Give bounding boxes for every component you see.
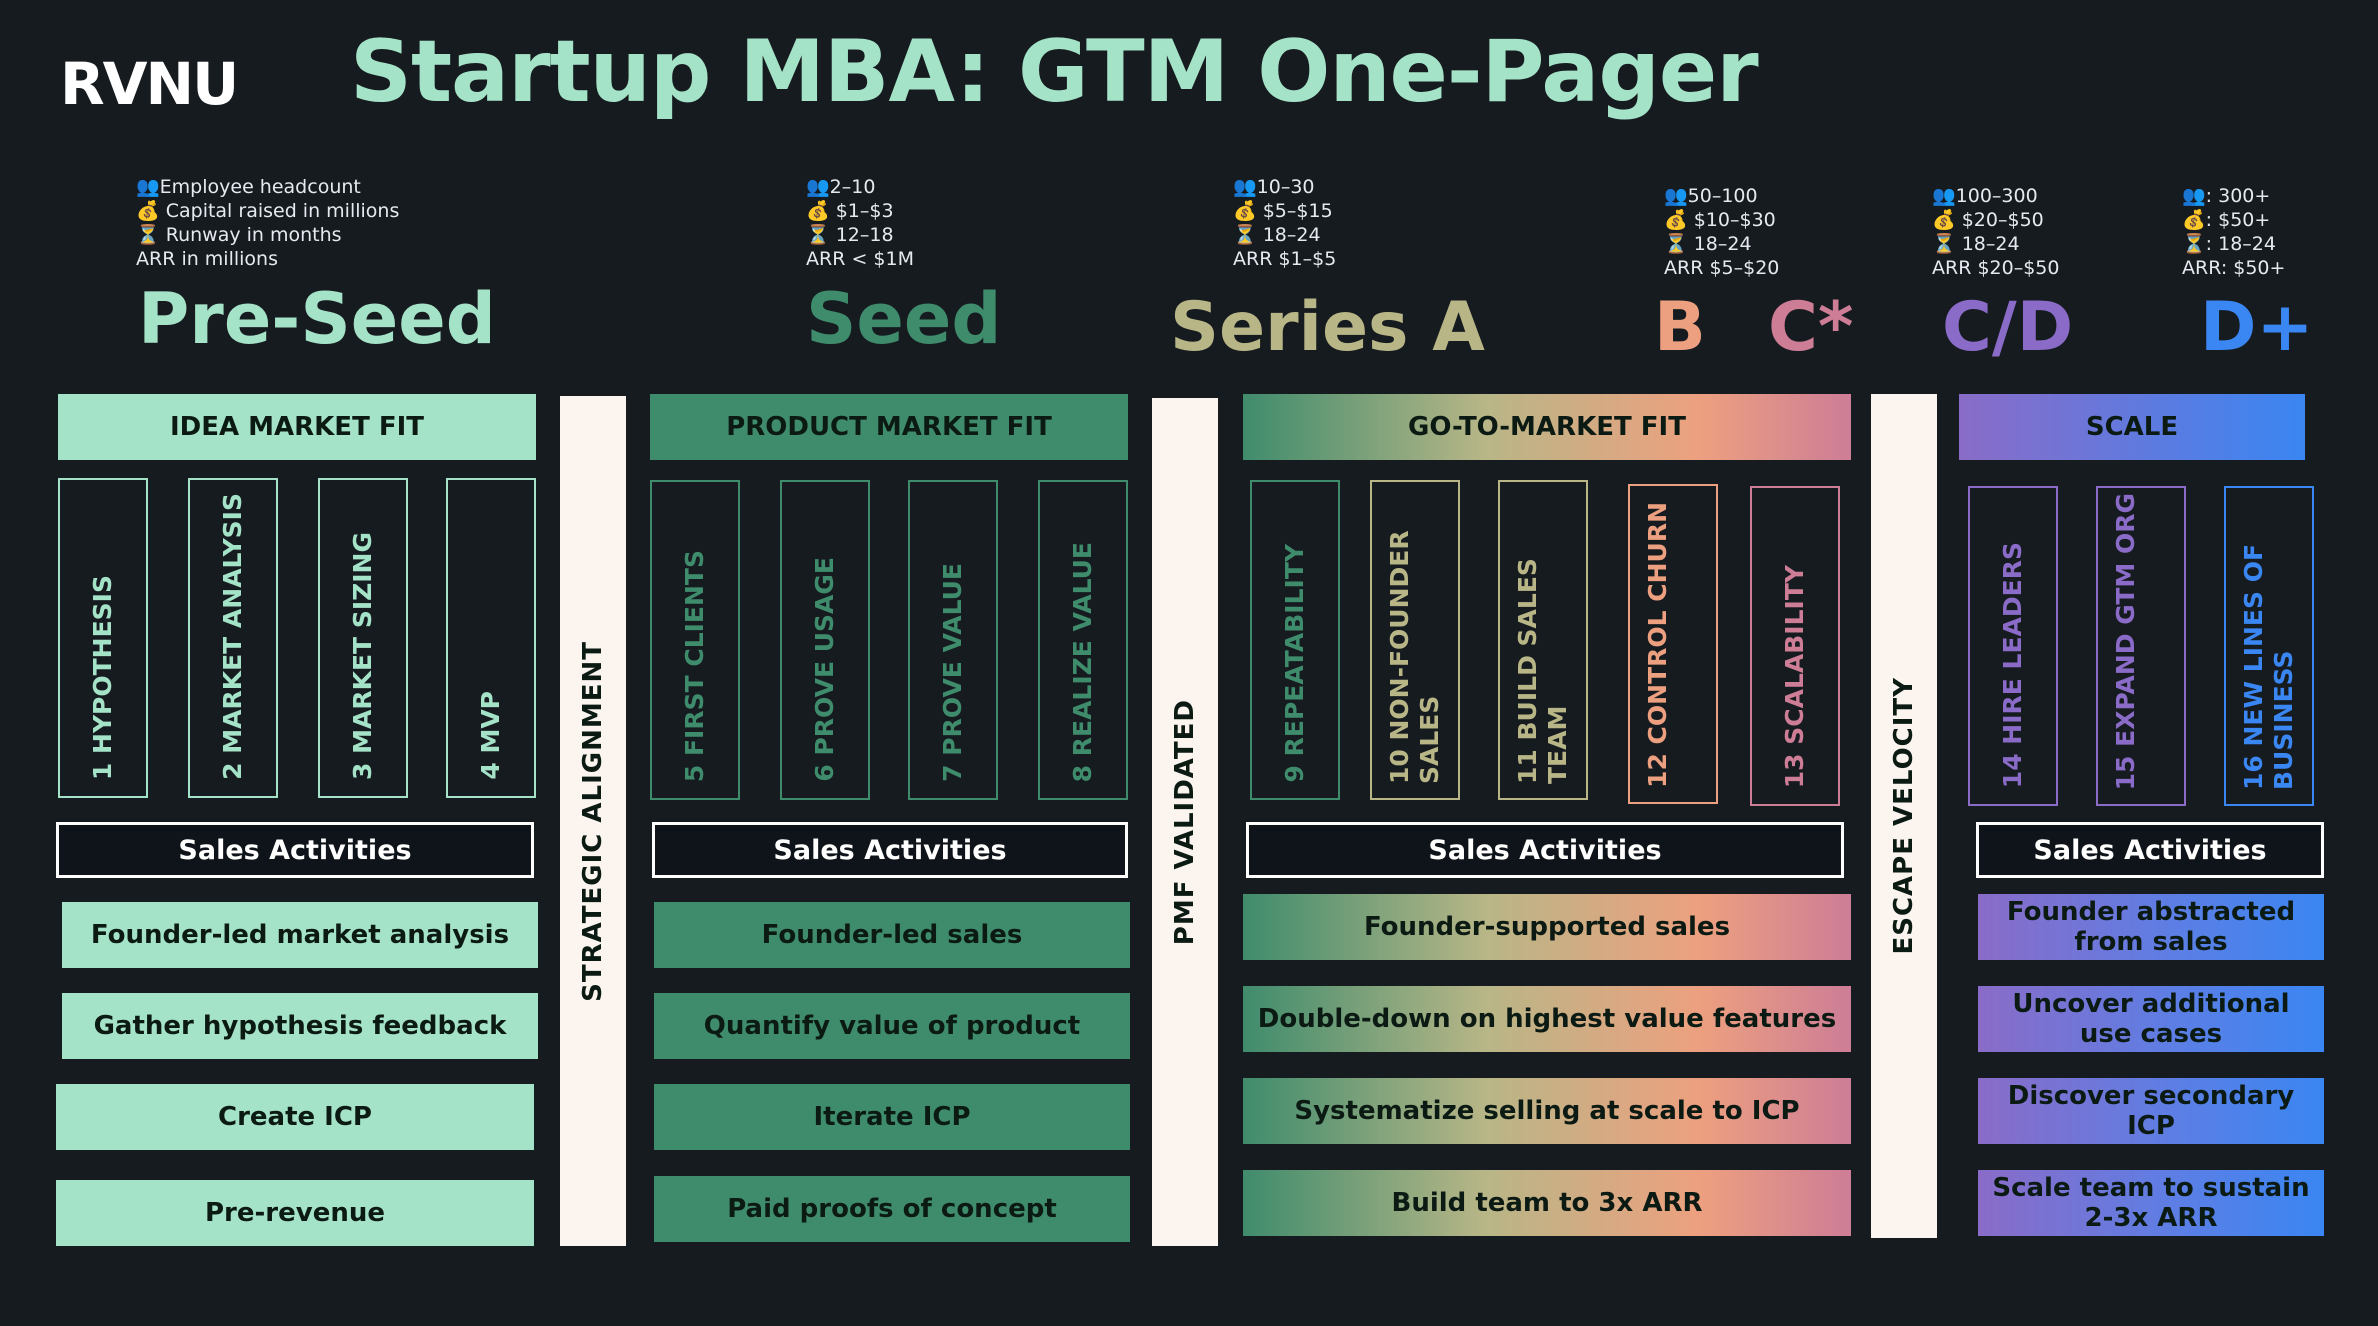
people-icon: 👥 xyxy=(806,176,830,198)
stage-pre-seed: Pre-Seed xyxy=(138,278,496,360)
step-market-sizing: 3 MARKET SIZING xyxy=(318,478,408,798)
activity-idea-4: Pre-revenue xyxy=(56,1180,534,1246)
stats-series-a: 👥10–30 💰 $5–$15 ⏳ 18–24 ARR $1–$5 xyxy=(1233,176,1337,270)
people-icon: 👥 xyxy=(2182,185,2206,207)
activity-gtm-2: Double-down on highest value features xyxy=(1243,986,1851,1052)
stats-seed: 👥2–10 💰 $1–$3 ⏳ 12–18 ARR < $1M xyxy=(806,176,914,270)
phase-go-to-market-fit: GO-TO-MARKET FIT xyxy=(1243,394,1851,460)
sales-activities-product: Sales Activities xyxy=(652,822,1128,878)
step-mvp: 4 MVP xyxy=(446,478,536,798)
rvnu-logo: RVNU xyxy=(60,50,239,118)
activity-idea-2: Gather hypothesis feedback xyxy=(62,993,538,1059)
people-icon: 👥 xyxy=(1233,176,1257,198)
stats-c-d: 👥100–300 💰 $20–$50 ⏳ 18–24 ARR $20–$50 xyxy=(1932,185,2060,279)
step-repeatability: 9 REPEATABILITY xyxy=(1250,480,1340,800)
money-bag-icon: 💰 xyxy=(1664,209,1688,231)
people-icon: 👥 xyxy=(1664,185,1688,207)
hourglass-icon: ⏳ xyxy=(2182,233,2206,255)
page-title: Startup MBA: GTM One-Pager xyxy=(350,22,1759,122)
money-bag-icon: 💰 xyxy=(1233,200,1257,222)
step-non-founder-sales: 10 NON-FOUNDER SALES xyxy=(1370,480,1460,800)
stats-legend: 👥Employee headcount 💰 Capital raised in … xyxy=(136,176,400,270)
step-scalability: 13 SCALABILITY xyxy=(1750,486,1840,806)
stage-c-star: C* xyxy=(1768,288,1854,367)
activity-product-1: Founder-led sales xyxy=(654,902,1130,968)
pillar-escape-velocity: ESCAPE VELOCITY xyxy=(1871,394,1937,1238)
stats-d-plus: 👥: 300+ 💰: $50+ ⏳: 18–24 ARR: $50+ xyxy=(2182,185,2286,279)
stage-b: B xyxy=(1654,288,1706,367)
activity-scale-3: Discover secondary ICP xyxy=(1978,1078,2324,1144)
hourglass-icon: ⏳ xyxy=(1664,233,1688,255)
activity-gtm-3: Systematize selling at scale to ICP xyxy=(1243,1078,1851,1144)
stage-d-plus: D+ xyxy=(2200,288,2314,367)
step-prove-value: 7 PROVE VALUE xyxy=(908,480,998,800)
stage-seed: Seed xyxy=(806,278,1002,360)
money-bag-icon: 💰 xyxy=(136,200,160,222)
phase-idea-market-fit: IDEA MARKET FIT xyxy=(58,394,536,460)
activity-scale-4: Scale team to sustain 2-3x ARR xyxy=(1978,1170,2324,1236)
hourglass-icon: ⏳ xyxy=(1233,224,1257,246)
activity-scale-2: Uncover additional use cases xyxy=(1978,986,2324,1052)
step-build-sales-team: 11 BUILD SALES TEAM xyxy=(1498,480,1588,800)
step-control-churn: 12 CONTROL CHURN xyxy=(1628,484,1718,804)
phase-scale: SCALE xyxy=(1959,394,2305,460)
step-first-clients: 5 FIRST CLIENTS xyxy=(650,480,740,800)
sales-activities-scale: Sales Activities xyxy=(1976,822,2324,878)
activity-idea-3: Create ICP xyxy=(56,1084,534,1150)
activity-product-3: Iterate ICP xyxy=(654,1084,1130,1150)
step-expand-gtm-org: 15 EXPAND GTM ORG xyxy=(2096,486,2186,806)
activity-product-4: Paid proofs of concept xyxy=(654,1176,1130,1242)
sales-activities-gtm: Sales Activities xyxy=(1246,822,1844,878)
phase-product-market-fit: PRODUCT MARKET FIT xyxy=(650,394,1128,460)
money-bag-icon: 💰 xyxy=(2182,209,2206,231)
stage-c-d: C/D xyxy=(1942,288,2074,367)
step-new-lines-of-business: 16 NEW LINES OF BUSINESS xyxy=(2224,486,2314,806)
activity-gtm-4: Build team to 3x ARR xyxy=(1243,1170,1851,1236)
pillar-pmf-validated: PMF VALIDATED xyxy=(1152,398,1218,1246)
hourglass-icon: ⏳ xyxy=(136,224,160,246)
hourglass-icon: ⏳ xyxy=(1932,233,1956,255)
step-hypothesis: 1 HYPOTHESIS xyxy=(58,478,148,798)
money-bag-icon: 💰 xyxy=(806,200,830,222)
people-icon: 👥 xyxy=(136,176,160,198)
step-hire-leaders: 14 HIRE LEADERS xyxy=(1968,486,2058,806)
step-realize-value: 8 REALIZE VALUE xyxy=(1038,480,1128,800)
stage-series-a: Series A xyxy=(1170,288,1485,367)
sales-activities-idea: Sales Activities xyxy=(56,822,534,878)
money-bag-icon: 💰 xyxy=(1932,209,1956,231)
activity-product-2: Quantify value of product xyxy=(654,993,1130,1059)
stats-b: 👥50–100 💰 $10–$30 ⏳ 18–24 ARR $5–$20 xyxy=(1664,185,1780,279)
activity-idea-1: Founder-led market analysis xyxy=(62,902,538,968)
people-icon: 👥 xyxy=(1932,185,1956,207)
activity-gtm-1: Founder-supported sales xyxy=(1243,894,1851,960)
step-market-analysis: 2 MARKET ANALYSIS xyxy=(188,478,278,798)
hourglass-icon: ⏳ xyxy=(806,224,830,246)
step-prove-usage: 6 PROVE USAGE xyxy=(780,480,870,800)
activity-scale-1: Founder abstracted from sales xyxy=(1978,894,2324,960)
pillar-strategic-alignment: STRATEGIC ALIGNMENT xyxy=(560,396,626,1246)
